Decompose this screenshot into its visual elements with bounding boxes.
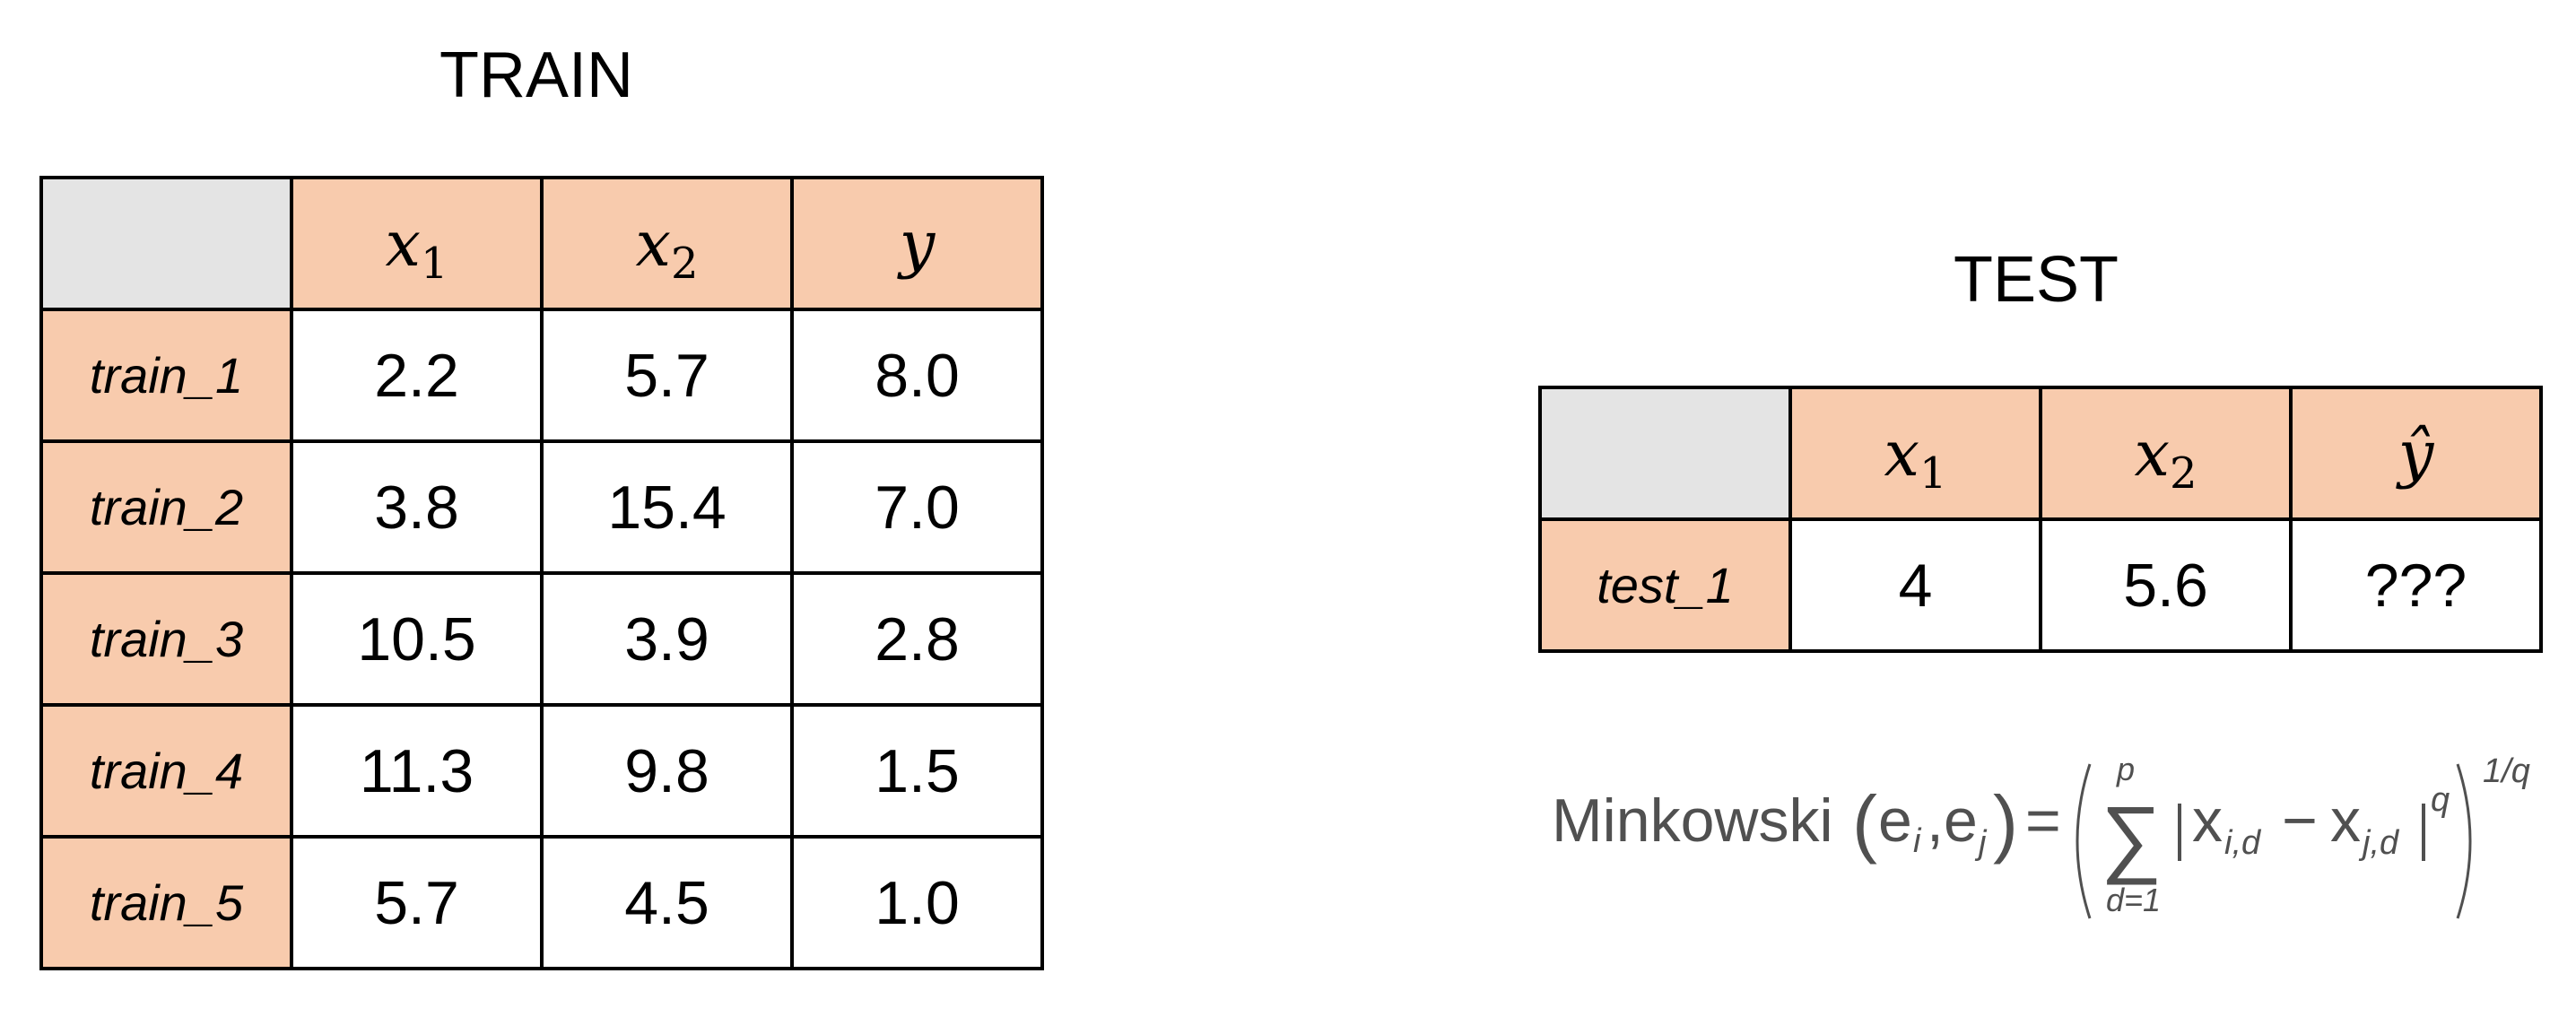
train-header-x2: x2 [540,176,794,311]
test-header-x1: x1 [1788,386,2042,521]
row-label: train_5 [39,835,293,970]
formula-svg: Minkowski ( e i , e j ) = p ∑ d=1 x i,d … [1552,751,2530,919]
sum-upper-limit: p [2116,751,2135,787]
sum-lower-limit: d=1 [2106,882,2161,918]
cell-x1: 5.7 [290,835,544,970]
cell-x2: 3.9 [540,571,794,707]
cell-y: 2.8 [790,571,1044,707]
row-label: train_3 [39,571,293,707]
header-sub: 1 [420,238,448,289]
lhs-e-j: e [1944,787,1978,855]
table-row: test_1 4 5.6 ??? [1538,517,2543,653]
test-header-x2: x2 [2039,386,2293,521]
cell-x2: 15.4 [540,439,794,575]
big-close-paren [2456,763,2472,919]
cell-x1: 10.5 [290,571,544,707]
test-header-row: x1 x2 ŷ [1538,386,2543,521]
formula-name: Minkowski [1552,787,1833,855]
train-table: x1 x2 y train_1 2.2 5.7 8.0 train_2 3.8 … [39,176,1044,970]
lhs-sub-i: i [1913,822,1922,860]
cell-x2: 9.8 [540,703,794,839]
cell-yhat: ??? [2289,517,2543,653]
train-header-y: y [790,176,1044,311]
cell-x1: 11.3 [290,703,544,839]
lhs-open-paren: ( [1852,780,1877,865]
row-label: train_2 [39,439,293,575]
cell-y: 1.0 [790,835,1044,970]
header-var: ŷ [2398,416,2434,491]
test-table: x1 x2 ŷ test_1 4 5.6 ??? [1538,386,2543,653]
term-x-j: x [2330,787,2361,855]
cell-y: 7.0 [790,439,1044,575]
term-sub-j: j,d [2358,824,2400,862]
header-var: y [899,206,936,281]
equals-sign: = [2025,787,2061,855]
row-label: test_1 [1538,517,1792,653]
row-label: train_1 [39,308,293,443]
table-row: train_5 5.7 4.5 1.0 [39,835,1044,970]
header-sub: 2 [2169,448,2197,499]
row-label: train_4 [39,703,293,839]
cell-y: 1.5 [790,703,1044,839]
cell-x2: 5.7 [540,308,794,443]
outer-power: 1/q [2483,752,2530,790]
train-header-x1: x1 [290,176,544,311]
test-title: TEST [1953,244,2119,316]
cell-x2: 5.6 [2039,517,2293,653]
header-var: x [385,206,421,281]
minkowski-formula: Minkowski ( e i , e j ) = p ∑ d=1 x i,d … [1552,751,2556,922]
header-var: x [2134,416,2170,491]
train-header-row: x1 x2 y [39,176,1044,311]
train-corner-cell [39,176,293,311]
cell-y: 8.0 [790,308,1044,443]
train-title: TRAIN [439,39,633,111]
term-sub-i: i,d [2224,824,2262,862]
cell-x1: 2.2 [290,308,544,443]
test-header-yhat: ŷ [2289,386,2543,521]
table-row: train_3 10.5 3.9 2.8 [39,571,1044,707]
term-x-i: x [2192,787,2223,855]
lhs-close-paren: ) [1993,780,2018,865]
table-row: train_2 3.8 15.4 7.0 [39,439,1044,575]
cell-x1: 4 [1788,517,2042,653]
cell-x1: 3.8 [290,439,544,575]
header-sub: 1 [1919,448,1947,499]
header-sub: 2 [670,238,699,289]
term-power: q [2431,781,2450,819]
table-row: train_1 2.2 5.7 8.0 [39,308,1044,443]
header-var: x [635,206,671,281]
sigma-symbol: ∑ [2101,789,2162,885]
big-open-paren [2076,763,2092,919]
header-var: x [1884,416,1919,491]
lhs-e-i: e [1878,787,1912,855]
table-row: train_4 11.3 9.8 1.5 [39,703,1044,839]
lhs-comma: , [1927,787,1944,855]
test-corner-cell [1538,386,1792,521]
cell-x2: 4.5 [540,835,794,970]
term-minus: − [2282,787,2318,855]
